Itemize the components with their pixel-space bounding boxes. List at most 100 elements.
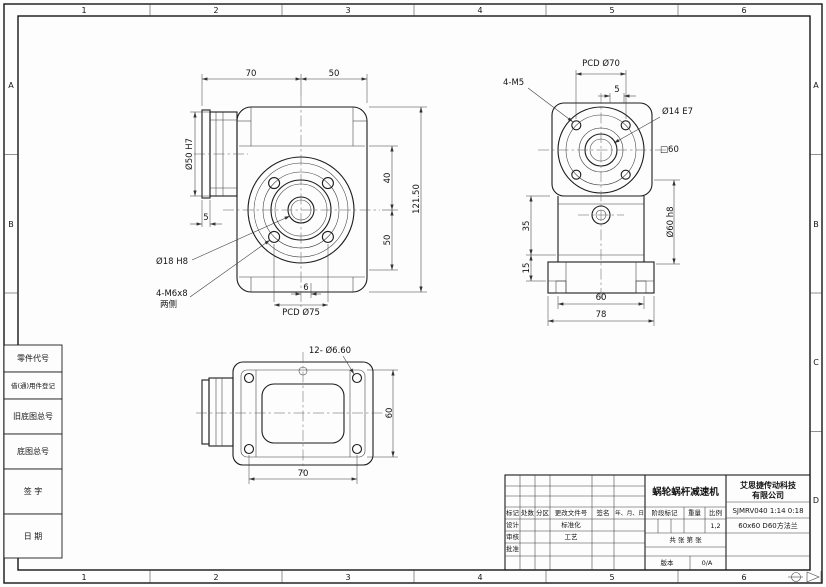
dim-50-right: 50 [383, 235, 393, 246]
rev-header: 标记 [506, 508, 520, 517]
mounting-hole [243, 372, 255, 384]
bottom-view: 12- Ø6.60 60 70 [196, 345, 398, 484]
margin-blocks: 零件代号 借(通)用件登记 旧底图总号 底图总号 签 字 日 期 [3, 344, 63, 559]
flange-bolt-hole [268, 177, 281, 190]
stage-label: 阶段标记 [652, 508, 679, 517]
dim-40: 40 [383, 173, 393, 184]
grid-col-ref: 4 [477, 6, 482, 15]
side-view: PCD Ø70 4-M5 5 Ø14 E7 □60 Ø60 h8 35 15 [503, 58, 693, 326]
input-bolt-hole [571, 120, 582, 131]
projection-symbol-icon [788, 571, 822, 583]
dim-60-bottom: 60 [385, 408, 395, 419]
dim-50-top: 50 [329, 69, 340, 79]
grid-col-ref: 3 [345, 573, 350, 582]
worm-housing-bottom [208, 377, 234, 447]
grid-col-ref: 1 [81, 6, 86, 15]
sheets-label: 共 张 第 张 [669, 535, 702, 544]
rev-header: 年、月、日 [615, 509, 644, 517]
dim-square-60: □60 [660, 145, 679, 155]
grid-references: 1 2 3 4 5 6 1 2 3 4 5 6 A B A B C D [8, 6, 819, 582]
company-name-line1: 艾思捷传动科技 [740, 480, 797, 490]
mounting-hole [351, 372, 363, 384]
standard-label: 标准化 [561, 520, 581, 529]
margin-block-label: 日 期 [24, 532, 43, 541]
dim-d50-h7: Ø50 H7 [184, 138, 195, 170]
dim-15: 15 [522, 263, 532, 274]
dim-4m5: 4-M5 [503, 78, 524, 88]
front-view: 70 50 Ø50 H7 5 Ø18 H8 4-M6x8 两侧 PCD Ø75 … [156, 69, 427, 318]
gearbox-body-front [236, 106, 368, 293]
base-cavity [261, 383, 345, 444]
dim-4m6: 4-M6x8 [156, 289, 188, 299]
rev-header: 签名 [597, 508, 610, 517]
grid-col-ref: 1 [81, 573, 86, 582]
company-name-line2: 有限公司 [752, 490, 784, 500]
dim-d60-h8: Ø60 h8 [665, 206, 676, 237]
drawing-spec: 60x60 D60方法兰 [738, 521, 797, 530]
mounting-hole [243, 443, 255, 455]
dim-5-side: 5 [614, 85, 619, 95]
input-bolt-hole [571, 169, 582, 180]
dim-12-holes: 12- Ø6.60 [309, 345, 351, 356]
outer-border [3, 3, 823, 584]
check-label: 审核 [506, 532, 520, 541]
dim-d14-e7: Ø14 E7 [662, 106, 693, 117]
grid-row-ref: A [813, 81, 819, 90]
flange-bolt-hole [321, 177, 334, 190]
dim-pcd75: PCD Ø75 [282, 307, 320, 318]
dim-5: 5 [203, 213, 208, 223]
weight-label: 重量 [688, 509, 702, 517]
flange-bolt-hole [268, 230, 281, 243]
dim-4m6-note: 两侧 [160, 299, 177, 310]
grid-row-ref: D [813, 496, 819, 505]
version-label: 版本 [661, 558, 675, 567]
frame [3, 3, 823, 584]
grid-col-ref: 2 [213, 6, 218, 15]
scale-value: 1,2 [710, 522, 720, 530]
grid-col-ref: 5 [609, 573, 614, 582]
grid-col-ref: 6 [741, 6, 746, 15]
dim-pcd70: PCD Ø70 [582, 58, 620, 69]
input-bolt-hole [620, 120, 631, 131]
dim-70-bottom: 70 [298, 469, 309, 479]
grid-row-ref: A [8, 81, 14, 90]
dim-d18-h8: Ø18 H8 [156, 256, 188, 267]
grid-col-ref: 5 [609, 6, 614, 15]
margin-block-label: 底图总号 [17, 446, 49, 456]
grid-row-ref: B [8, 220, 14, 229]
dim-70: 70 [246, 69, 257, 79]
margin-block-label: 签 字 [24, 486, 43, 496]
flange-bolt-hole [321, 230, 334, 243]
process-label: 工艺 [565, 533, 579, 541]
grid-col-ref: 3 [345, 6, 350, 15]
dim-78: 78 [596, 310, 607, 320]
margin-block-label: 旧底图总号 [13, 411, 53, 421]
dim-60-side: 60 [596, 293, 607, 303]
margin-block-label: 零件代号 [17, 353, 49, 363]
rev-header: 处数 [521, 508, 535, 517]
approve-label: 批准 [506, 544, 520, 553]
grid-row-ref: C [813, 358, 819, 367]
dim-121-50: 121.50 [412, 184, 422, 214]
margin-block-label: 借(通)用件登记 [11, 381, 56, 390]
grid-col-ref: 4 [477, 573, 482, 582]
mounting-hole [351, 443, 363, 455]
dim-6: 6 [303, 283, 308, 293]
worm-end-cap-bottom [201, 379, 210, 445]
input-flange-square [551, 102, 653, 197]
part-name: 蜗轮蜗杆减速机 [652, 486, 719, 498]
scale-label: 比例 [709, 508, 722, 517]
dim-35: 35 [522, 221, 532, 232]
rev-header: 分区 [536, 508, 550, 517]
version-value: 0/A [702, 559, 713, 567]
title-block: 标记 处数 分区 更改文件号 签名 年、月、日 设计 标准化 审核 工艺 批准 … [504, 474, 811, 571]
title-block-border [504, 474, 811, 571]
grid-col-ref: 2 [213, 573, 218, 582]
rev-header: 更改文件号 [555, 508, 588, 517]
grid-col-ref: 6 [741, 573, 746, 582]
design-label: 设计 [506, 520, 520, 529]
input-bolt-hole [620, 169, 631, 180]
grid-row-ref: B [813, 220, 819, 229]
